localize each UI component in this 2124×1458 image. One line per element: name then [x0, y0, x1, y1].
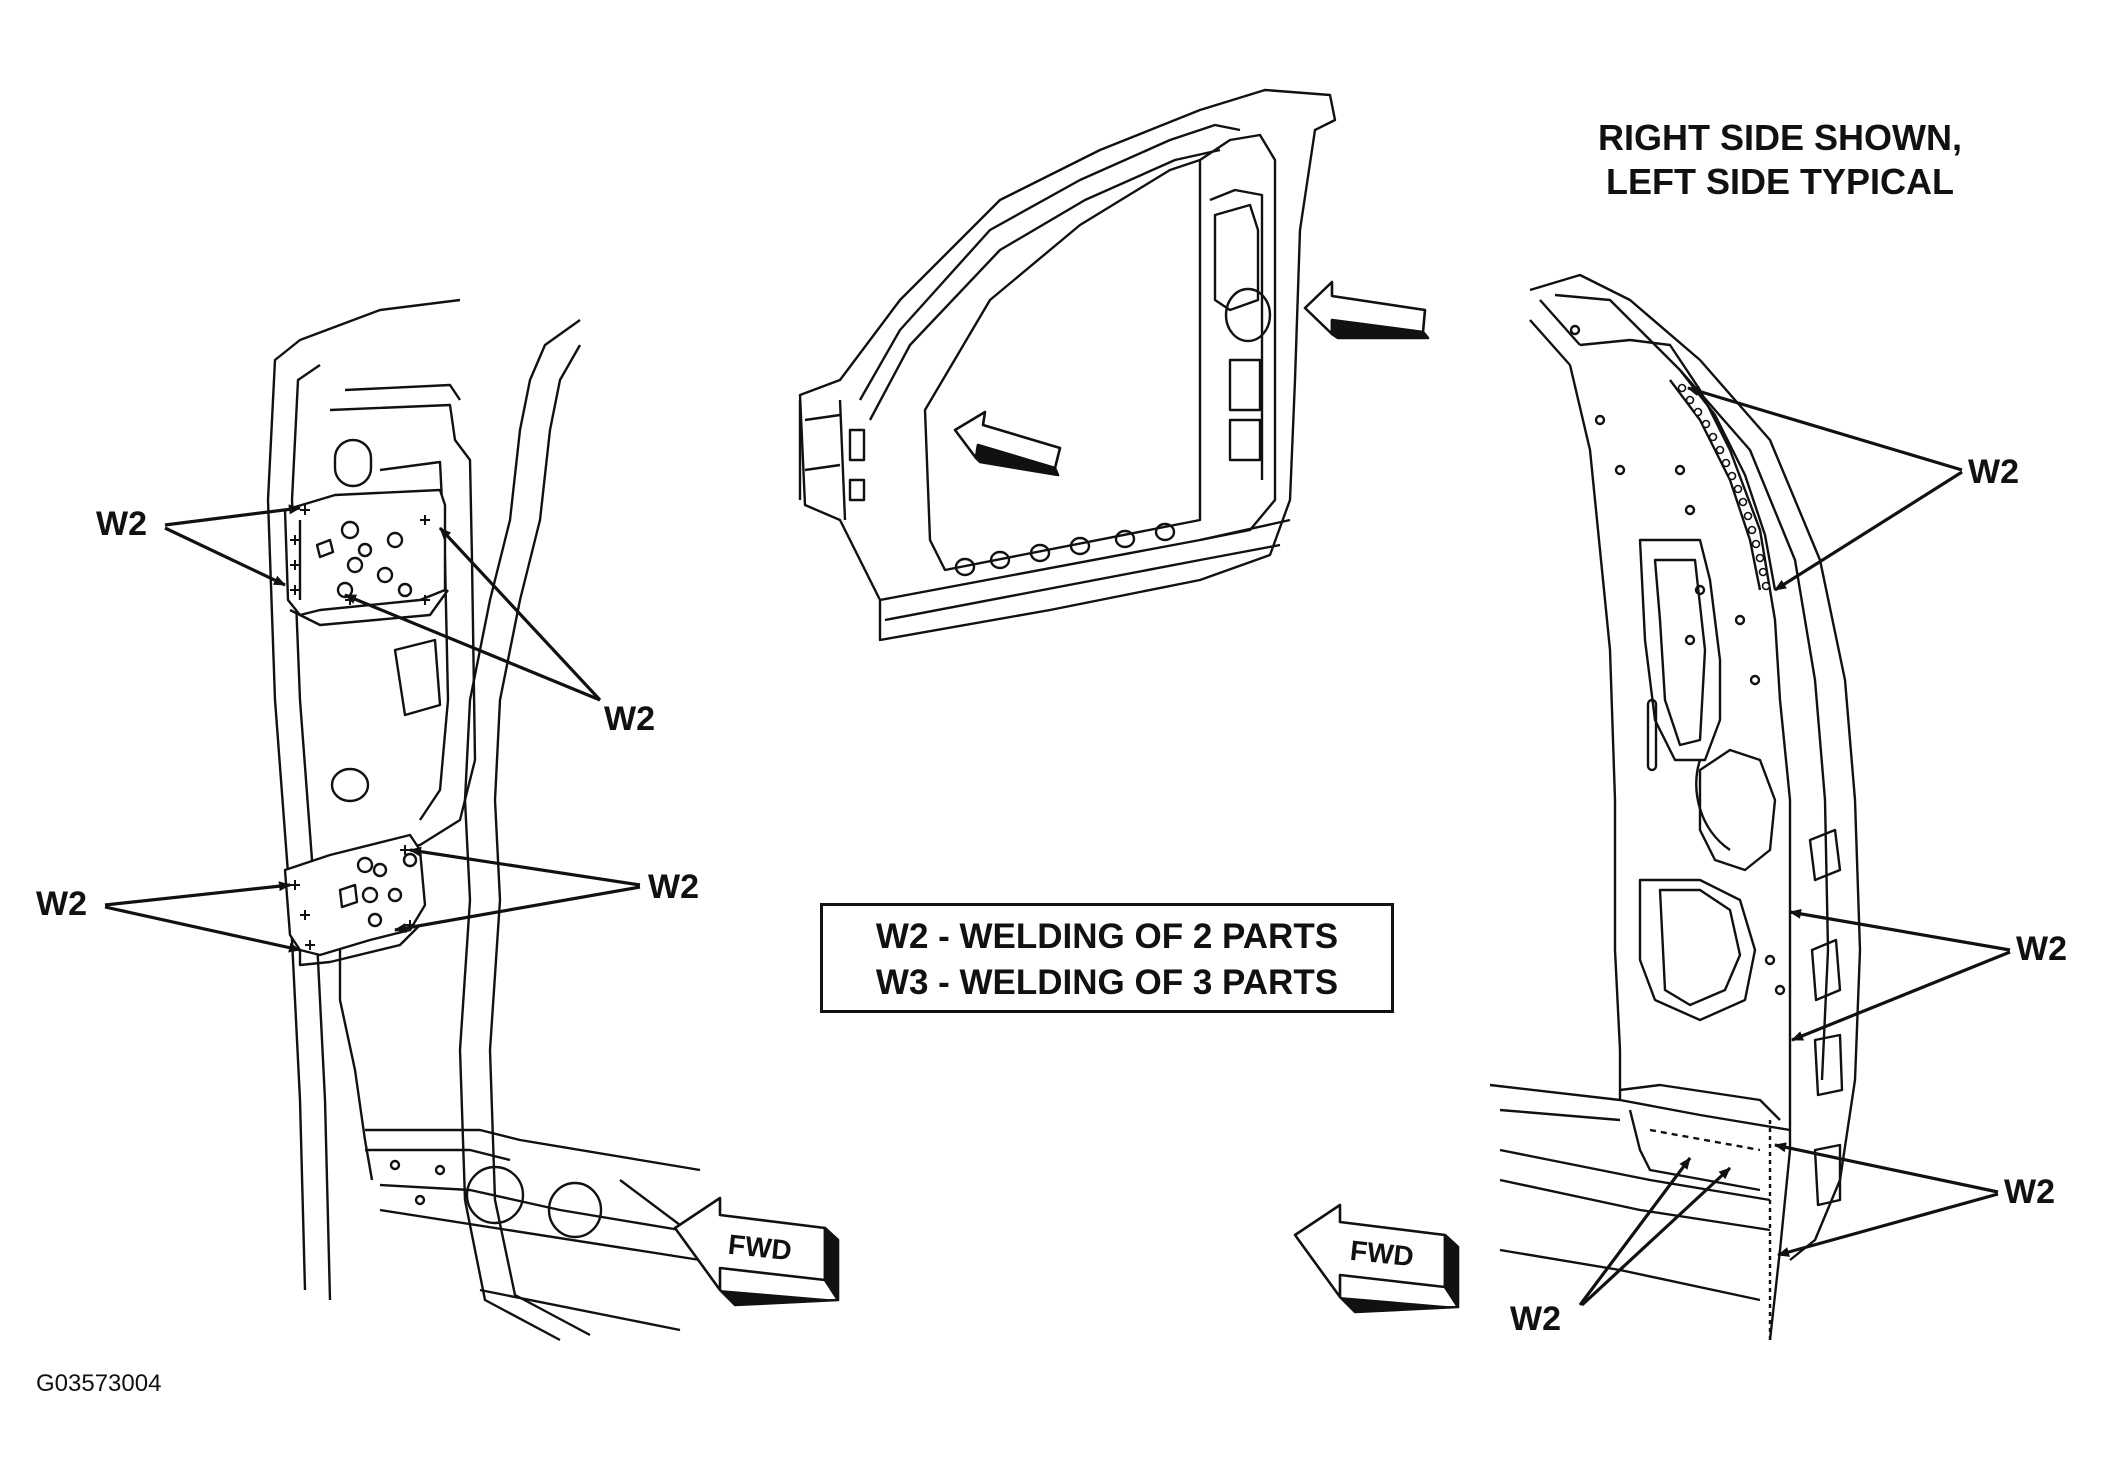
view-note: RIGHT SIDE SHOWN, LEFT SIDE TYPICAL [1570, 116, 1990, 204]
callout-w2-left-upper: W2 [96, 505, 147, 543]
fwd-label-left: FWD [726, 1228, 794, 1267]
callout-w2-right-bottom: W2 [1510, 1300, 1561, 1338]
callout-w2-left-lower: W2 [36, 885, 87, 923]
callout-w2-right-middle: W2 [2016, 930, 2067, 968]
left-callout-leaders [104, 504, 641, 953]
right-callout-leaders [1578, 386, 2011, 1307]
callout-w2-right-upper: W2 [1968, 453, 2019, 491]
callout-w2-right-lower: W2 [2004, 1173, 2055, 1211]
left-fwd-arrow [673, 1196, 840, 1307]
callout-w2-left-lower-right: W2 [648, 868, 699, 906]
callout-w2-left-upper-right: W2 [604, 700, 655, 738]
center-body-side-view [798, 88, 1337, 642]
figure-id: G03573004 [36, 1370, 162, 1397]
view-note-line1: RIGHT SIDE SHOWN, [1597, 117, 1962, 158]
right-fwd-arrow [1293, 1203, 1460, 1314]
view-arrow-a [953, 410, 1062, 477]
fwd-label-right: FWD [1348, 1234, 1416, 1273]
view-arrow-b [1303, 280, 1430, 340]
right-weld-beads [1677, 383, 1771, 591]
weld-legend-box: W2 - WELDING OF 2 PARTS W3 - WELDING OF … [820, 903, 1394, 1013]
legend-line-w3: W3 - WELDING OF 3 PARTS [875, 963, 1339, 1002]
view-note-line2: LEFT SIDE TYPICAL [1605, 161, 1954, 202]
left-pillar-detail [266, 298, 701, 1342]
right-pillar-detail [1489, 273, 1862, 1341]
legend-line-w2: W2 - WELDING OF 2 PARTS [875, 917, 1339, 956]
